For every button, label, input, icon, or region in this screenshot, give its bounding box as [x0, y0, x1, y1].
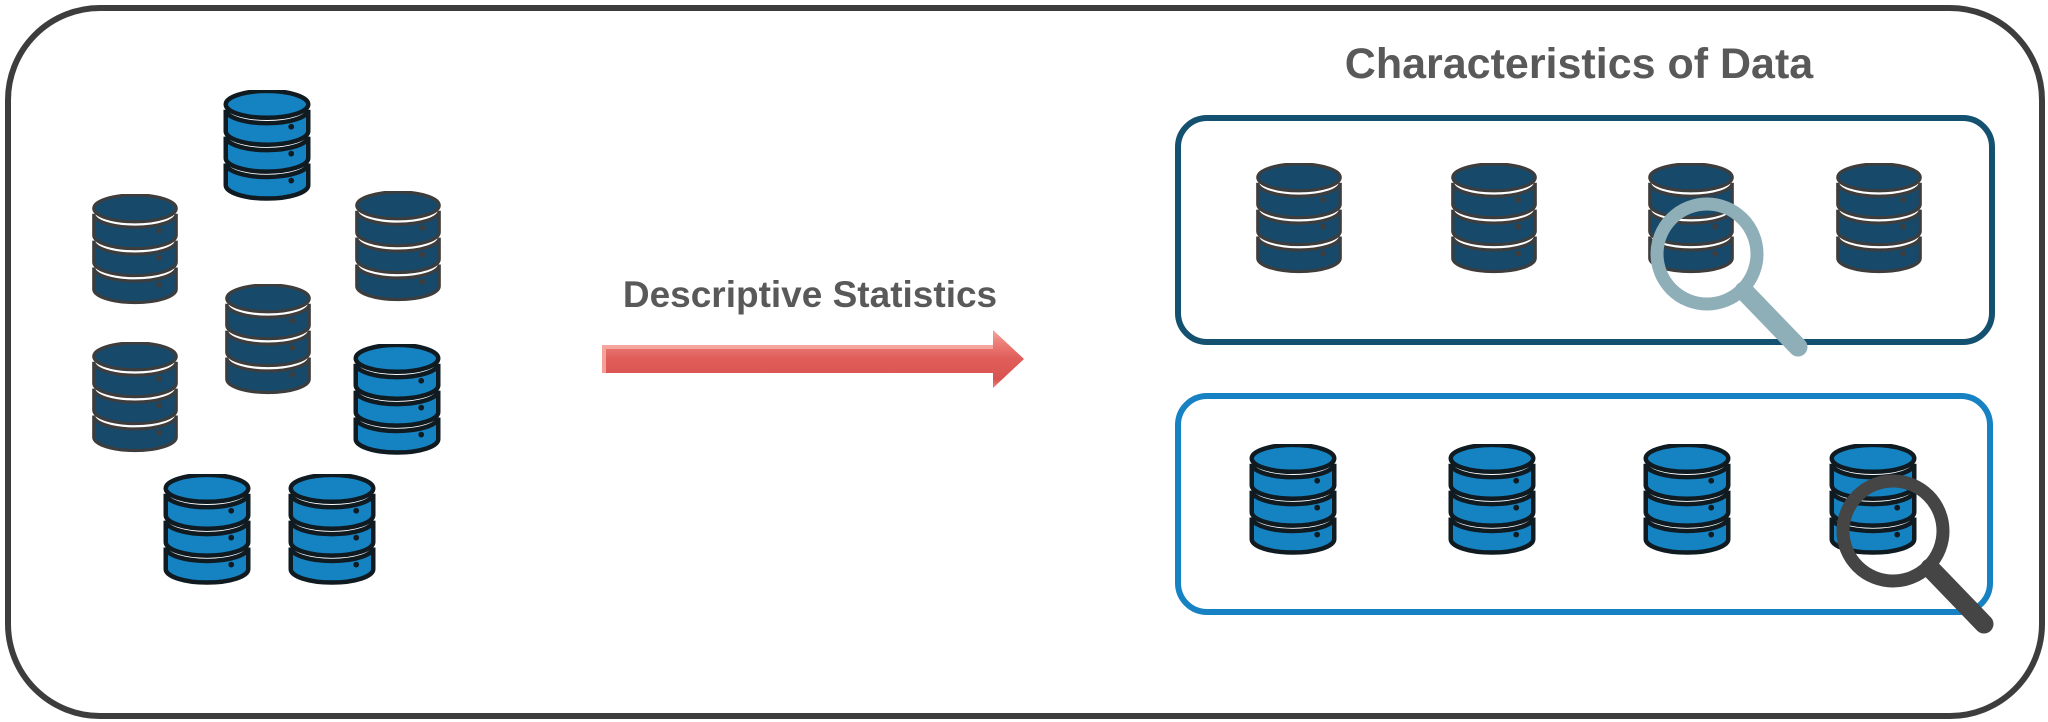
database-icon-wrap	[1449, 162, 1539, 276]
outer-frame	[5, 5, 2045, 719]
database-icon	[1643, 442, 1731, 555]
database-icon-wrap	[1642, 442, 1732, 557]
database-icon	[1451, 162, 1537, 274]
database-icon	[1256, 162, 1342, 274]
database-icon-wrap	[222, 88, 312, 203]
database-icon	[92, 193, 178, 305]
database-icon	[1249, 442, 1337, 555]
database-icon	[1448, 442, 1536, 555]
database-icon-wrap	[1254, 162, 1344, 276]
characteristic-group-2	[1175, 393, 1993, 615]
database-icon-wrap	[287, 472, 377, 587]
database-icon	[92, 341, 178, 453]
database-icon-wrap	[90, 193, 180, 307]
right-arrow-icon	[600, 328, 1028, 392]
database-icon-wrap	[223, 283, 313, 397]
database-icon-wrap	[353, 190, 443, 304]
database-icon	[1829, 442, 1917, 555]
database-icon-wrap	[90, 341, 180, 455]
database-icon-wrap	[1834, 162, 1924, 276]
database-icon-wrap	[1828, 442, 1918, 557]
database-icon	[225, 283, 311, 395]
magnifier-icon-wrap	[1827, 467, 2012, 652]
database-icon-wrap	[162, 472, 252, 587]
magnifier-icon-wrap	[1641, 190, 1826, 375]
right-panel-title: Characteristics of Data	[1344, 40, 1814, 88]
magnifier-icon	[1650, 197, 1808, 357]
database-icon-wrap	[352, 342, 442, 457]
transform-label: Descriptive Statistics	[622, 274, 998, 315]
database-icon-wrap	[1447, 442, 1537, 557]
database-icon	[353, 342, 441, 455]
database-icon	[223, 88, 311, 201]
database-icon	[288, 472, 376, 585]
database-icon-wrap	[1248, 442, 1338, 557]
characteristic-group-1	[1175, 115, 1995, 345]
database-icon	[355, 190, 441, 302]
magnifier-icon	[1836, 474, 1994, 634]
right-arrow-shape	[602, 330, 1024, 388]
database-icon	[1836, 162, 1922, 274]
database-icon	[163, 472, 251, 585]
